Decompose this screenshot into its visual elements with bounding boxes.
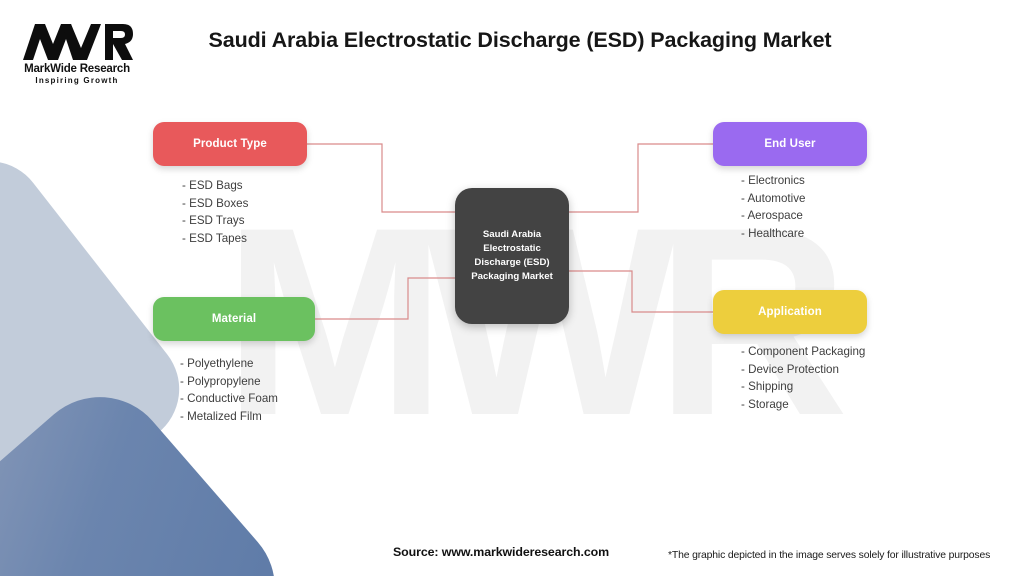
list-item: - ESD Tapes [182, 231, 247, 245]
center-node-line: Saudi Arabia [482, 229, 542, 240]
list-item: - Aerospace [741, 209, 803, 223]
center-node-line: Packaging Market [471, 271, 553, 282]
disclaimer-text: *The graphic depicted in the image serve… [668, 550, 991, 561]
branch-node-material[interactable]: Material [153, 297, 315, 341]
logo-tagline: Inspiring Growth [35, 76, 119, 85]
branch-node-application[interactable]: Application [713, 290, 867, 334]
source-text: Source: www.markwideresearch.com [393, 545, 610, 559]
branch-items-product-type: - ESD Bags - ESD Boxes - ESD Trays - ESD Ta… [182, 177, 248, 247]
list-item: - ESD Boxes [182, 196, 249, 210]
branch-node-end-user[interactable]: End User [713, 122, 867, 166]
list-item: - Electronics [741, 174, 805, 187]
list-item: - Healthcare [741, 226, 805, 240]
branch-node-product-type[interactable]: Product Type [153, 122, 307, 166]
list-item: - Polypropylene [180, 374, 261, 388]
list-item: - Conductive Foam [180, 392, 278, 406]
list-item: - Shipping [741, 380, 794, 394]
brand-logo: MarkWide Research Inspiring Growth [14, 22, 140, 85]
branch-label-end-user: End User [764, 138, 816, 150]
branch-items-end-user: - Electronics - Automotive - Aerospace - He… [741, 172, 805, 242]
branch-label-product-type: Product Type [193, 138, 267, 150]
mwr-logo-icon [23, 24, 133, 60]
branch-items-application: - Component Packaging - Device Protection… [741, 343, 865, 413]
list-item: - ESD Bags [182, 179, 243, 192]
page-title: Saudi Arabia Electrostatic Discharge (ES… [208, 28, 832, 52]
list-item: - Metalized Film [180, 409, 262, 423]
list-item: - ESD Trays [182, 214, 245, 228]
list-item: - Device Protection [741, 362, 839, 376]
branch-label-application: Application [758, 306, 822, 318]
branch-items-material: - Polyethylene - Polypropylene - Conductiv… [180, 355, 278, 425]
list-item: - Automotive [741, 191, 806, 205]
branch-label-material: Material [211, 313, 257, 325]
list-item: - Component Packaging [741, 345, 866, 358]
logo-company-name: MarkWide Research [24, 63, 130, 75]
center-node-line: Discharge (ESD) [474, 257, 550, 268]
list-item: - Polyethylene [180, 357, 254, 370]
list-item: - Storage [741, 397, 789, 411]
center-node-line: Electrostatic [483, 243, 541, 254]
